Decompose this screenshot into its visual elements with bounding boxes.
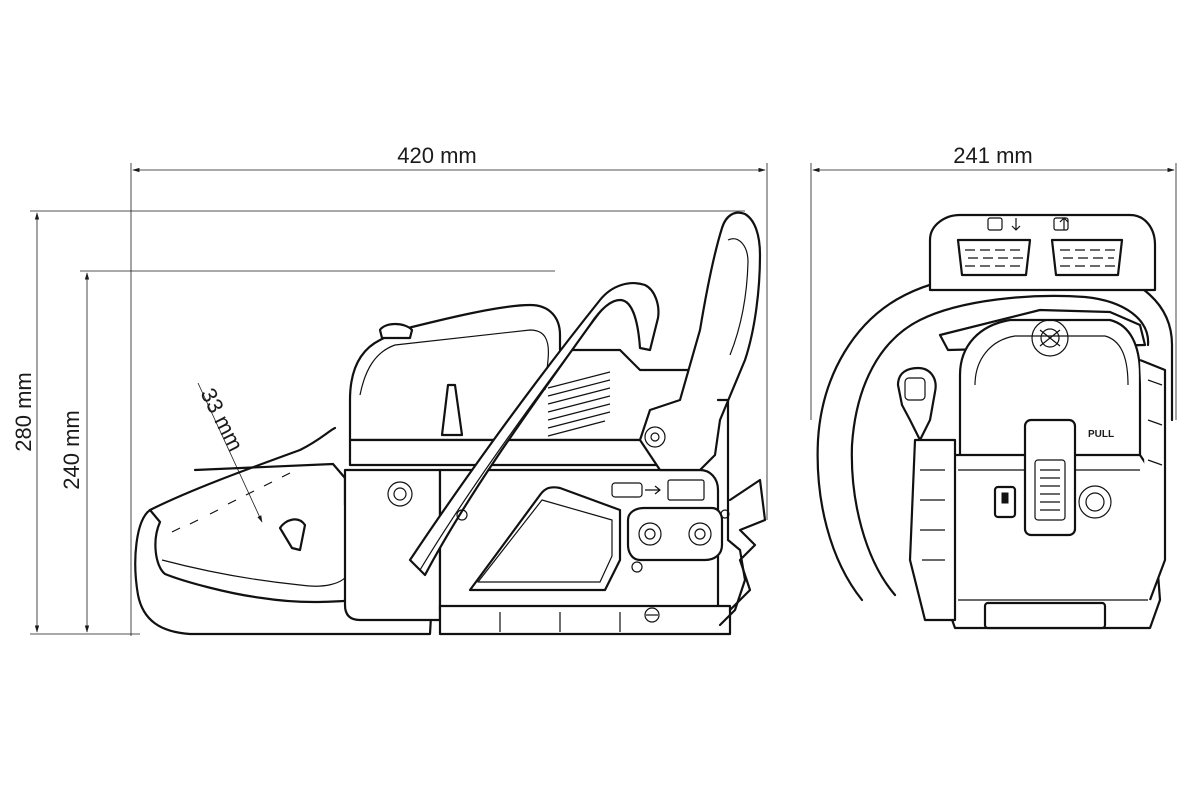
chainsaw-front-view: PULL: [816, 213, 1174, 630]
dimension-lines: [30, 163, 1177, 636]
dim-grip-label: 33 mm: [196, 384, 249, 455]
dim-total-height-label: 280 mm: [11, 372, 36, 451]
chainsaw-side-view: [134, 211, 767, 636]
dim-body-height-label: 240 mm: [59, 410, 84, 489]
cooling-fins: [547, 371, 611, 437]
pull-label: PULL: [1088, 429, 1114, 440]
dim-length-label: 420 mm: [397, 143, 476, 168]
dim-width-label: 241 mm: [953, 143, 1032, 168]
